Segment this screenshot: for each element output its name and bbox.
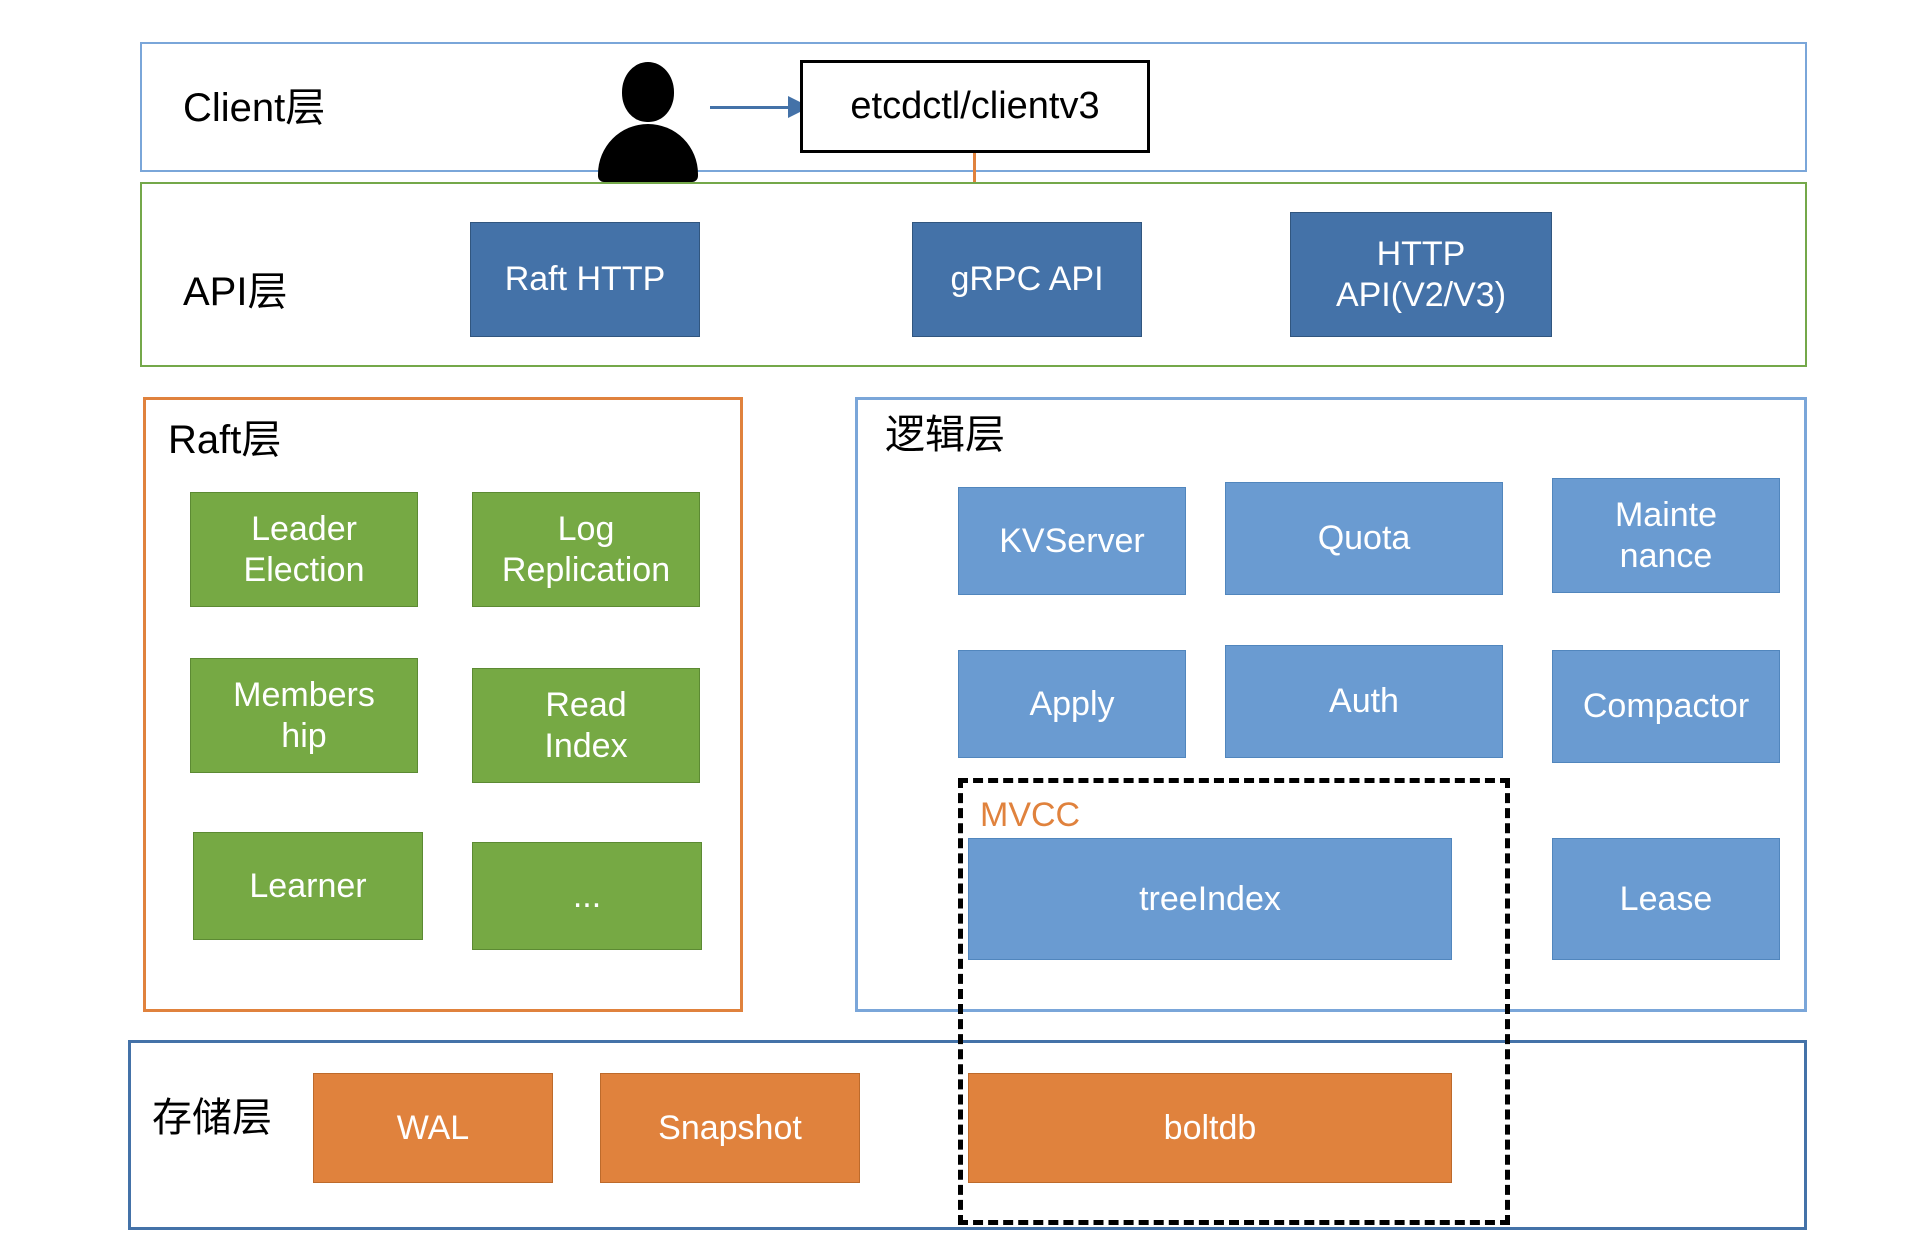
user-icon — [598, 62, 698, 182]
user-icon-head — [622, 62, 674, 122]
node-auth[interactable]: Auth — [1225, 645, 1503, 758]
mvcc-group-label: MVCC — [980, 796, 1081, 834]
layer-api-title: API层 — [183, 270, 288, 314]
node-learner[interactable]: Learner — [193, 832, 423, 940]
layer-logic-title: 逻辑层 — [885, 413, 1005, 457]
node-http-api-v2-v3[interactable]: HTTP API(V2/V3) — [1290, 212, 1552, 337]
node-membership[interactable]: Members hip — [190, 658, 418, 773]
layer-storage-title: 存储层 — [152, 1096, 272, 1140]
node-snapshot[interactable]: Snapshot — [600, 1073, 860, 1183]
node-lease[interactable]: Lease — [1552, 838, 1780, 960]
node-etcdctl-clientv3[interactable]: etcdctl/clientv3 — [800, 60, 1150, 153]
node-log-replication[interactable]: Log Replication — [472, 492, 700, 607]
layer-client-title: Client层 — [183, 86, 326, 130]
node-read-index[interactable]: Read Index — [472, 668, 700, 783]
node-grpc-api[interactable]: gRPC API — [912, 222, 1142, 337]
node-apply[interactable]: Apply — [958, 650, 1186, 758]
user-icon-body — [598, 124, 698, 182]
node-raft-http[interactable]: Raft HTTP — [470, 222, 700, 337]
node-wal[interactable]: WAL — [313, 1073, 553, 1183]
node-boltdb[interactable]: boltdb — [968, 1073, 1452, 1183]
layer-raft-title: Raft层 — [168, 418, 282, 462]
node-quota[interactable]: Quota — [1225, 482, 1503, 595]
node-raft-more[interactable]: ... — [472, 842, 702, 950]
node-maintenance[interactable]: Mainte nance — [1552, 478, 1780, 593]
node-compactor[interactable]: Compactor — [1552, 650, 1780, 763]
node-leader-election[interactable]: Leader Election — [190, 492, 418, 607]
arrow-user-to-etcdctl — [710, 93, 810, 121]
node-treeindex[interactable]: treeIndex — [968, 838, 1452, 960]
layer-storage — [128, 1040, 1807, 1230]
node-kvserver[interactable]: KVServer — [958, 487, 1186, 595]
